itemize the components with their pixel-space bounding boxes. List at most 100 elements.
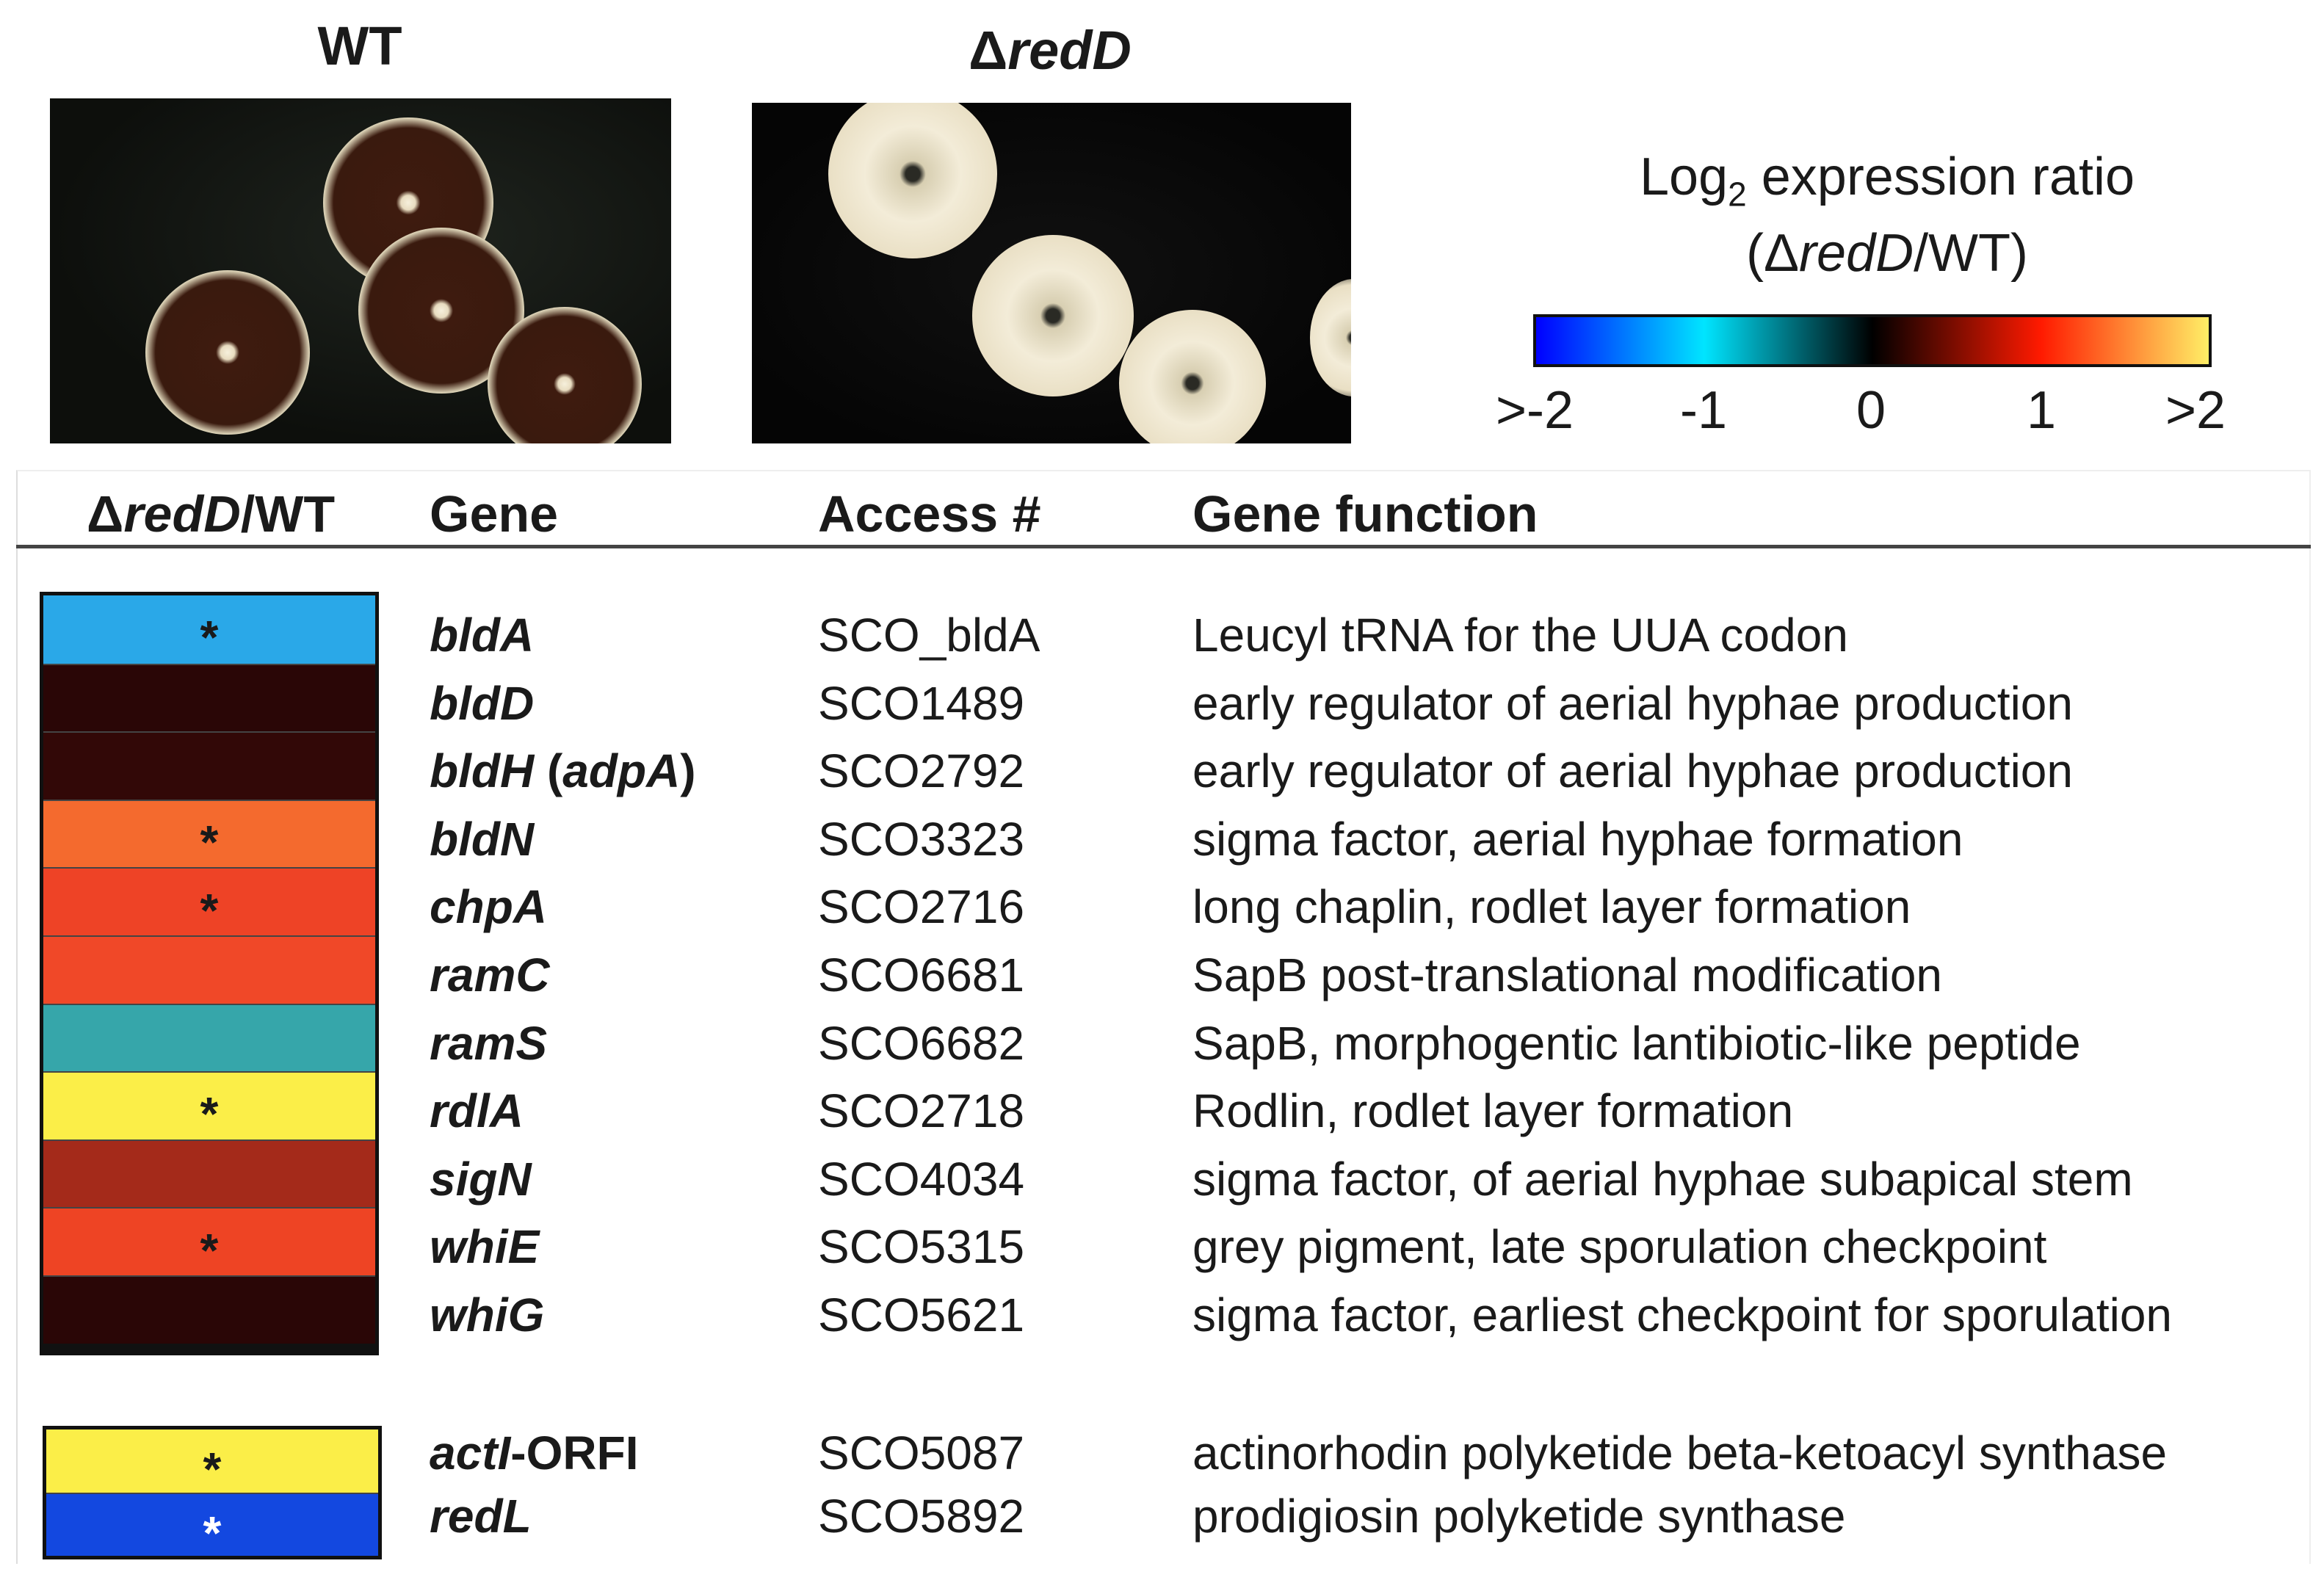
- gene-name: rdlA: [430, 1084, 524, 1138]
- gene-symbol: bldA: [430, 609, 535, 662]
- gene-symbol: bldD: [430, 676, 535, 730]
- mutant-colony: [1310, 279, 1351, 396]
- significance-star: *: [200, 1223, 219, 1277]
- gene-name: bldD: [430, 676, 534, 731]
- heatmap-cell: *: [43, 595, 375, 664]
- significance-star: *: [203, 1507, 222, 1559]
- gene-function: grey pigment, late sporulation checkpoin…: [1192, 1220, 2047, 1274]
- gene-suffix: (adpA): [534, 744, 696, 798]
- gene-symbol: bldN: [430, 812, 535, 866]
- header-ratio-rest: /WT: [240, 485, 336, 543]
- header-function: Gene function: [1192, 485, 1538, 543]
- gene-symbol: ramS: [430, 1016, 548, 1070]
- heatmap-cell: *: [46, 1493, 378, 1559]
- heatmap-group-developmental: * * * * *: [40, 592, 379, 1355]
- gene-function: prodigiosin polyketide synthase: [1192, 1490, 1846, 1543]
- gene-function: actinorhodin polyketide beta-ketoacyl sy…: [1192, 1427, 2168, 1479]
- colorbar-title-rest: expression ratio: [1746, 148, 2135, 206]
- gene-symbol: ramC: [430, 949, 550, 1001]
- header-rule: [16, 545, 2311, 548]
- gene-name: bldA: [430, 608, 534, 662]
- heatmap-cell: [43, 663, 375, 732]
- gene-name: actI-ORFI: [430, 1426, 638, 1480]
- gene-function: early regulator of aerial hyphae product…: [1192, 676, 2073, 730]
- accession-number: SCO5621: [818, 1289, 1025, 1341]
- colorbar-title-log: Log: [1640, 148, 1728, 206]
- accession-number: SCO2718: [818, 1084, 1025, 1138]
- gene-symbol: redL: [430, 1490, 532, 1543]
- gene-name: whiG: [430, 1288, 544, 1342]
- colorbar-gradient: [1533, 314, 2212, 367]
- gene-function: long chaplin, rodlet layer formation: [1192, 880, 1911, 934]
- gene-name: redL: [430, 1489, 532, 1543]
- colorbar-subtitle-gene: redD: [1799, 224, 1914, 283]
- header-ratio-delta: Δ: [87, 485, 124, 543]
- colorbar-subtitle: (ΔredD/WT): [1505, 223, 2269, 283]
- gene-name: bldN: [430, 812, 534, 866]
- gene-name: ramC: [430, 948, 550, 1002]
- gene-function: sigma factor, earliest checkpoint for sp…: [1192, 1289, 2172, 1341]
- gene-symbol: whiG: [430, 1289, 545, 1341]
- colorbar-title: Log2 expression ratio: [1505, 147, 2269, 214]
- heatmap-cell: [43, 731, 375, 800]
- gene-symbol: sigN: [430, 1152, 532, 1206]
- accession-number: SCO5892: [818, 1490, 1025, 1543]
- gene-function: SapB post-translational modification: [1192, 949, 1942, 1001]
- header-gene: Gene: [430, 485, 559, 543]
- accession-number: SCO2716: [818, 880, 1025, 934]
- header-ratio: ΔredD/WT: [87, 485, 335, 543]
- colorbar-tick-label: -1: [1679, 381, 1728, 440]
- heatmap-cell: [43, 1275, 375, 1344]
- gene-name: bldH (adpA): [430, 744, 696, 798]
- gene-symbol: actI: [430, 1427, 511, 1479]
- heatmap-cell: *: [43, 799, 375, 869]
- gene-name: chpA: [430, 880, 547, 934]
- wt-plate-image: [50, 98, 671, 443]
- heatmap-cell: *: [46, 1430, 378, 1493]
- gene-function: sigma factor, of aerial hyphae subapical…: [1192, 1152, 2133, 1206]
- gene-symbol: bldH: [430, 744, 535, 798]
- gene-name: sigN: [430, 1152, 532, 1206]
- significance-star: *: [203, 1443, 222, 1496]
- heatmap-cell: [43, 1139, 375, 1208]
- gene-symbol: whiE: [430, 1220, 540, 1274]
- accession-number: SCO6681: [818, 949, 1025, 1001]
- accession-number: SCO4034: [818, 1152, 1025, 1206]
- colorbar-title-subscript: 2: [1728, 175, 1747, 214]
- gene-function: SapB, morphogentic lantibiotic-like pept…: [1192, 1016, 2081, 1070]
- accession-number: SCO6682: [818, 1016, 1025, 1070]
- wt-plate-label: WT: [317, 15, 402, 76]
- accession-number: SCO3323: [818, 812, 1025, 866]
- significance-star: *: [200, 611, 219, 664]
- significance-star: *: [200, 883, 219, 937]
- colorbar-tick-label: 1: [2026, 381, 2057, 440]
- table-frame: [16, 470, 2311, 1564]
- gene-suffix: -ORFI: [510, 1427, 639, 1479]
- header-access: Access #: [818, 485, 1041, 543]
- mutant-plate-label: ΔredD: [911, 19, 1190, 81]
- accession-number: SCO5315: [818, 1220, 1025, 1274]
- gene-function: Rodlin, rodlet layer formation: [1192, 1084, 1794, 1138]
- accession-number: SCO5087: [818, 1427, 1025, 1479]
- heatmap-cell: [43, 1003, 375, 1072]
- gene-symbol: chpA: [430, 880, 547, 934]
- significance-star: *: [200, 816, 219, 869]
- accession-number: SCO1489: [818, 676, 1025, 730]
- gene-function: sigma factor, aerial hyphae formation: [1192, 812, 1963, 866]
- mutant-gene-name: redD: [1007, 20, 1132, 81]
- gene-function: early regulator of aerial hyphae product…: [1192, 744, 2073, 798]
- accession-number: SCO_bldA: [818, 609, 1040, 662]
- heatmap-cell: [43, 935, 375, 1004]
- wt-colony: [145, 270, 310, 435]
- colorbar-tick-label: 0: [1856, 381, 1886, 440]
- heatmap-group-antibiotic: **: [43, 1426, 382, 1559]
- delta-symbol: Δ: [969, 20, 1008, 81]
- heatmap-cell: *: [43, 1207, 375, 1275]
- mutant-plate-image: [752, 103, 1351, 443]
- wt-colony: [488, 307, 642, 443]
- accession-number: SCO2792: [818, 744, 1025, 798]
- heatmap-cell: *: [43, 867, 375, 935]
- significance-star: *: [200, 1087, 219, 1141]
- gene-function: Leucyl tRNA for the UUA codon: [1192, 609, 1848, 662]
- mutant-colony: [972, 235, 1134, 396]
